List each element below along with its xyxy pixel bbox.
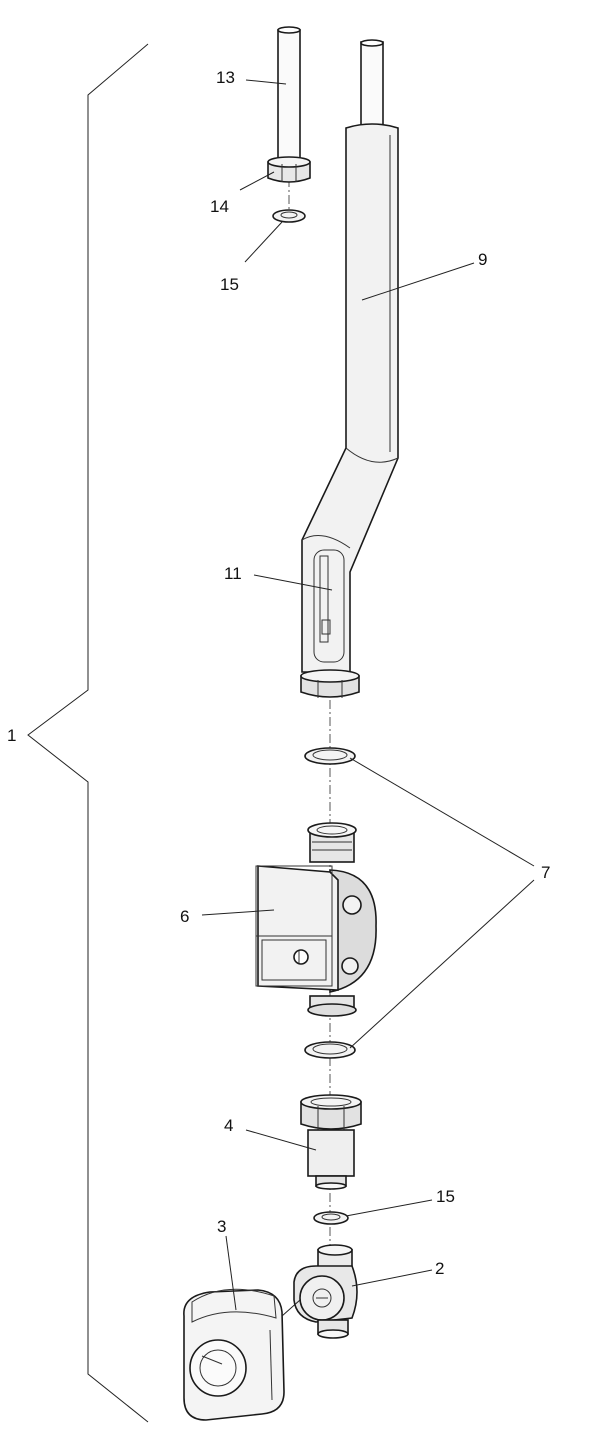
part-3-actuator <box>183 1288 285 1421</box>
callout-3: 3 <box>217 1217 226 1236</box>
part-13-pipe <box>277 26 301 171</box>
callout-11: 11 <box>224 564 242 583</box>
part-9-riser-pipe <box>301 39 399 673</box>
part-7-seal-upper <box>304 747 356 765</box>
part-15-washer-upper <box>272 209 306 223</box>
part-4-fitting <box>300 1094 362 1190</box>
callout-6: 6 <box>180 907 189 926</box>
leader-lines <box>201 79 535 1317</box>
callout-15-lower: 15 <box>436 1187 455 1206</box>
part-2-mixing-valve <box>293 1244 358 1339</box>
part-11-sensor-well <box>313 549 345 663</box>
callout-15-upper: 15 <box>220 275 239 294</box>
assembly-axis <box>288 178 331 1250</box>
pipe-union-nut <box>300 669 360 698</box>
callout-1: 1 <box>7 726 16 745</box>
callout-14: 14 <box>210 197 229 216</box>
callout-7: 7 <box>541 863 550 882</box>
callout-2: 2 <box>435 1259 444 1278</box>
part-15-washer-lower <box>313 1211 349 1225</box>
assembly-bracket <box>27 43 149 1423</box>
callout-13: 13 <box>216 68 235 87</box>
callout-labels: 1 2 3 4 6 7 9 11 13 14 15 15 <box>7 68 550 1278</box>
part-7-seal-lower <box>304 1041 356 1059</box>
callout-4: 4 <box>224 1116 233 1135</box>
callout-9: 9 <box>478 250 487 269</box>
part-14-hex-nut <box>267 156 311 183</box>
part-6-pump <box>255 822 377 1017</box>
